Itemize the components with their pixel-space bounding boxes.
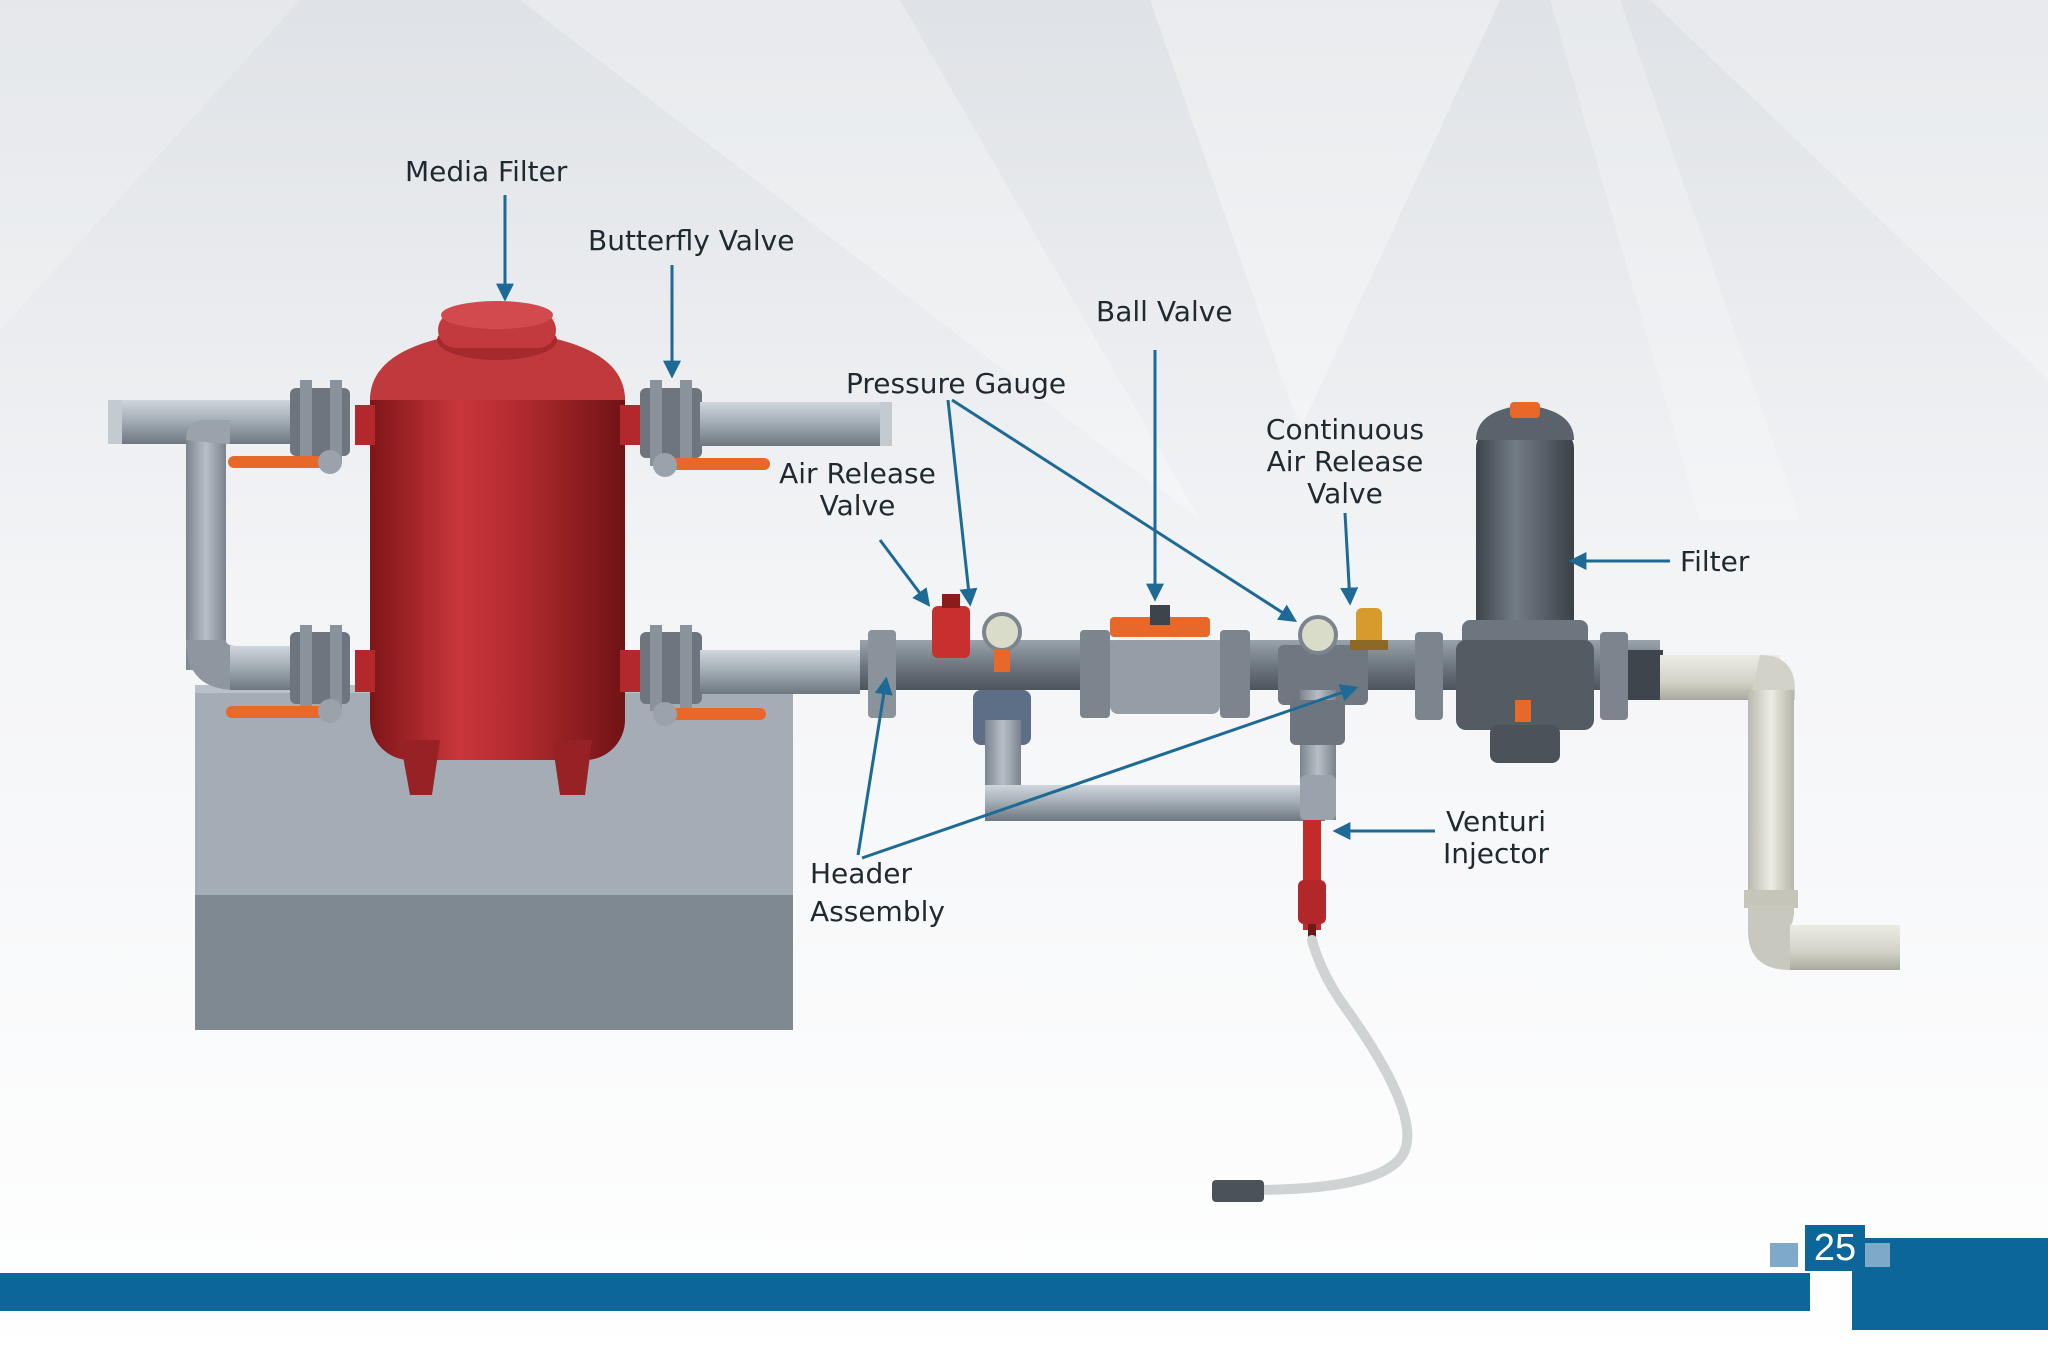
label-continuous-line3: Valve xyxy=(1307,477,1383,510)
suction-strainer xyxy=(1212,1180,1264,1202)
outlet-pipe xyxy=(1660,655,1900,970)
arrow-header-1 xyxy=(856,676,893,856)
arrow-header-2 xyxy=(861,684,1359,860)
arrow-air-release-valve xyxy=(878,539,931,607)
pressure-gauge-1 xyxy=(982,612,1022,672)
arrow-continuous-air-release xyxy=(1340,512,1359,606)
page-number: 25 xyxy=(1805,1225,1865,1271)
disc-filter xyxy=(1456,402,1594,763)
background-light-rays xyxy=(0,0,2048,520)
label-pressure-gauge: Pressure Gauge xyxy=(846,367,1067,400)
label-header-line2: Assembly xyxy=(810,895,945,928)
label-continuous-line1: Continuous xyxy=(1265,413,1425,446)
label-header-line1: Header xyxy=(810,857,912,890)
label-media-filter: Media Filter xyxy=(405,155,568,188)
label-continuous-air-release-valve: Continuous Air Release Valve xyxy=(1255,414,1435,510)
label-butterfly-valve: Butterfly Valve xyxy=(588,224,795,257)
continuous-air-release-valve xyxy=(1350,608,1388,650)
pressure-gauge-2 xyxy=(1298,615,1338,655)
air-release-valve xyxy=(932,594,970,658)
butterfly-valves-right xyxy=(640,380,892,726)
label-air-release-line2: Valve xyxy=(819,489,896,522)
label-air-release-valve: Air Release Valve xyxy=(770,458,945,522)
label-venturi-injector: Venturi Injector xyxy=(1436,806,1556,870)
label-continuous-line2: Air Release xyxy=(1266,445,1424,478)
media-filter-tank xyxy=(355,301,640,795)
label-filter: Filter xyxy=(1680,545,1750,578)
suction-hose xyxy=(1215,935,1413,1195)
venturi-injector xyxy=(1298,820,1326,942)
label-ball-valve: Ball Valve xyxy=(1096,295,1233,328)
ball-valve xyxy=(1110,605,1210,637)
butterfly-valves-left xyxy=(226,380,350,723)
arrow-pressure-gauge-1 xyxy=(946,399,978,607)
label-air-release-line1: Air Release xyxy=(779,457,936,490)
footer-bar xyxy=(0,1238,2048,1330)
callout-arrows xyxy=(496,195,1670,860)
arrow-pressure-gauge-2 xyxy=(951,398,1298,622)
venturi-bypass xyxy=(973,690,1345,821)
label-header-assembly: Header Assembly xyxy=(810,855,950,931)
label-venturi-line1: Venturi xyxy=(1446,805,1546,838)
label-venturi-line2: Injector xyxy=(1442,837,1550,870)
